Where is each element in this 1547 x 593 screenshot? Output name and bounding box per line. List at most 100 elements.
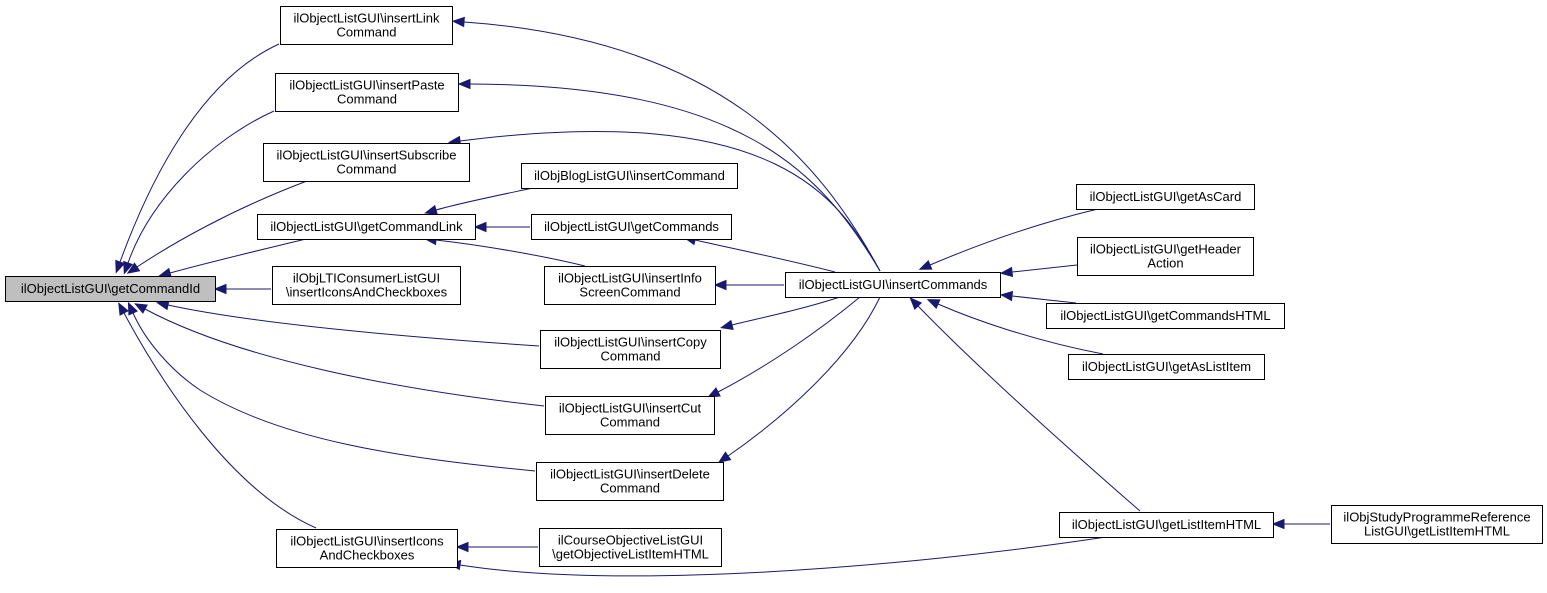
- node-label: Command: [337, 92, 397, 107]
- node-label: Command: [601, 349, 661, 364]
- edge-arrowhead: [213, 283, 227, 295]
- node-label: ilObjectListGUI\insertPaste: [289, 78, 444, 93]
- node-getCommandId[interactable]: ilObjectListGUI\getCommandId: [5, 276, 216, 302]
- node-box: [280, 6, 453, 45]
- edge-insertCommands-to-insertPasteCommand: [457, 78, 881, 272]
- node-box: [257, 214, 476, 240]
- node-ltiInsertIcons[interactable]: ilObjLTIConsumerListGUI\insertIconsAndCh…: [272, 266, 461, 305]
- node-label: ilObjectListGUI\insertSubscribe: [277, 148, 457, 163]
- node-box: [276, 529, 458, 568]
- node-box: [1077, 237, 1254, 276]
- node-label: ilObjectListGUI\getListItemHTML: [1072, 517, 1261, 532]
- node-courseObjective[interactable]: ilCourseObjectiveListGUI\getObjectiveLis…: [539, 528, 722, 567]
- node-box: [531, 214, 732, 240]
- edge-insertLinkCommand-to-getCommandId: [115, 43, 280, 274]
- edge-line: [144, 308, 545, 407]
- edge-arrowhead: [717, 451, 732, 464]
- edge-insertCutCommand-to-getCommandId: [134, 303, 545, 407]
- edge-arrowhead: [918, 259, 933, 270]
- edge-line: [937, 303, 1104, 355]
- edge-line: [459, 536, 1107, 577]
- edge-arrowhead: [713, 279, 727, 291]
- edge-insertCommands-to-insertSubscribeCommand: [447, 131, 881, 272]
- node-insertCommands[interactable]: ilObjectListGUI\insertCommands: [785, 272, 1001, 298]
- node-box: [272, 266, 461, 305]
- node-box: [540, 330, 721, 369]
- edges-layer: [115, 16, 1330, 577]
- edge-arrowhead: [473, 221, 487, 233]
- node-label: \insertIconsAndCheckboxes: [286, 285, 448, 300]
- edge-line: [727, 296, 881, 457]
- edge-insertCommands-to-insertLinkCommand: [451, 16, 881, 272]
- edge-ltiInsertIcons-to-getCommandId: [213, 283, 271, 295]
- node-label: ilObjectListGUI\insertLink: [294, 11, 440, 26]
- node-getCommands[interactable]: ilObjectListGUI\getCommands: [531, 214, 732, 240]
- edge-arrowhead: [134, 303, 148, 314]
- node-label: ilObjectListGUI\insertDelete: [550, 467, 710, 482]
- node-label: ilCourseObjectiveListGUI: [558, 533, 703, 548]
- node-getCommandsHTML[interactable]: ilObjectListGUI\getCommandsHTML: [1046, 303, 1285, 329]
- edge-getCommandsHTML-to-insertCommands: [999, 290, 1077, 304]
- node-label: ilObjectListGUI\getAsCard: [1090, 189, 1242, 204]
- edge-insertPasteCommand-to-getCommandId: [123, 110, 275, 275]
- node-label: Action: [1147, 256, 1183, 271]
- edge-line: [435, 239, 586, 267]
- edge-studyProgramme-to-getListItemHTML: [1271, 518, 1330, 530]
- edge-getCommands-to-getCommandLink: [473, 221, 530, 233]
- node-box: [1059, 512, 1274, 538]
- edge-line: [119, 43, 280, 263]
- edge-line: [463, 21, 881, 272]
- node-box: [1076, 184, 1255, 210]
- node-box: [1331, 505, 1543, 544]
- node-insertIconsAndCheckboxes[interactable]: ilObjectListGUI\insertIconsAndCheckboxes: [276, 529, 458, 568]
- edge-arrowhead: [451, 16, 465, 28]
- edge-insertInfoScreenCommand-to-getCommandLink: [423, 234, 586, 267]
- edge-arrowhead: [123, 260, 134, 275]
- node-box: [521, 163, 738, 189]
- edge-insertSubscribeCommand-to-getCommandId: [126, 180, 308, 274]
- edge-getHeaderAction-to-insertCommands: [999, 264, 1078, 278]
- edge-getListItemHTML-to-insertCommands: [909, 297, 1141, 512]
- node-blogInsertCommand[interactable]: ilObjBlogListGUI\insertCommand: [521, 163, 738, 189]
- node-getListItemHTML[interactable]: ilObjectListGUI\getListItemHTML: [1059, 512, 1274, 538]
- node-box: [544, 266, 716, 305]
- edge-blogInsertCommand-to-getCommandLink: [424, 187, 534, 215]
- node-label: ilObjectListGUI\insertIcons: [290, 534, 444, 549]
- edge-line: [169, 238, 307, 274]
- nodes-layer: ilObjectListGUI\getCommandId ilObjectList…: [5, 6, 1543, 568]
- edge-line: [694, 239, 836, 273]
- edge-arrowhead: [126, 262, 141, 274]
- edge-arrowhead: [926, 299, 941, 310]
- node-label: Command: [337, 162, 397, 177]
- node-label: Command: [600, 415, 660, 430]
- node-getAsListItem[interactable]: ilObjectListGUI\getAsListItem: [1068, 354, 1265, 380]
- edge-insertIconsAndCheckboxes-to-getCommandId: [118, 302, 317, 529]
- node-getCommandLink[interactable]: ilObjectListGUI\getCommandLink: [257, 214, 476, 240]
- edge-arrowhead: [115, 259, 126, 274]
- edge-arrowhead: [1271, 518, 1285, 530]
- edge-insertDeleteCommand-to-getCommandId: [127, 301, 536, 472]
- node-box: [1068, 354, 1265, 380]
- node-box: [263, 143, 470, 182]
- edge-arrowhead: [455, 541, 469, 553]
- node-studyProgramme[interactable]: ilObjStudyProgrammeReferenceListGUI\getL…: [1331, 505, 1543, 544]
- node-label: Command: [600, 481, 660, 496]
- node-label: ilObjBlogListGUI\insertCommand: [534, 168, 725, 183]
- node-label: ilObjectListGUI\getCommands: [544, 219, 719, 234]
- edge-getAsListItem-to-insertCommands: [926, 299, 1104, 355]
- node-getAsCard[interactable]: ilObjectListGUI\getAsCard: [1076, 184, 1255, 210]
- edge-arrowhead: [118, 302, 129, 316]
- node-box: [1046, 303, 1285, 329]
- edge-arrowhead: [999, 290, 1014, 302]
- node-box: [545, 396, 715, 435]
- node-box: [785, 272, 1001, 298]
